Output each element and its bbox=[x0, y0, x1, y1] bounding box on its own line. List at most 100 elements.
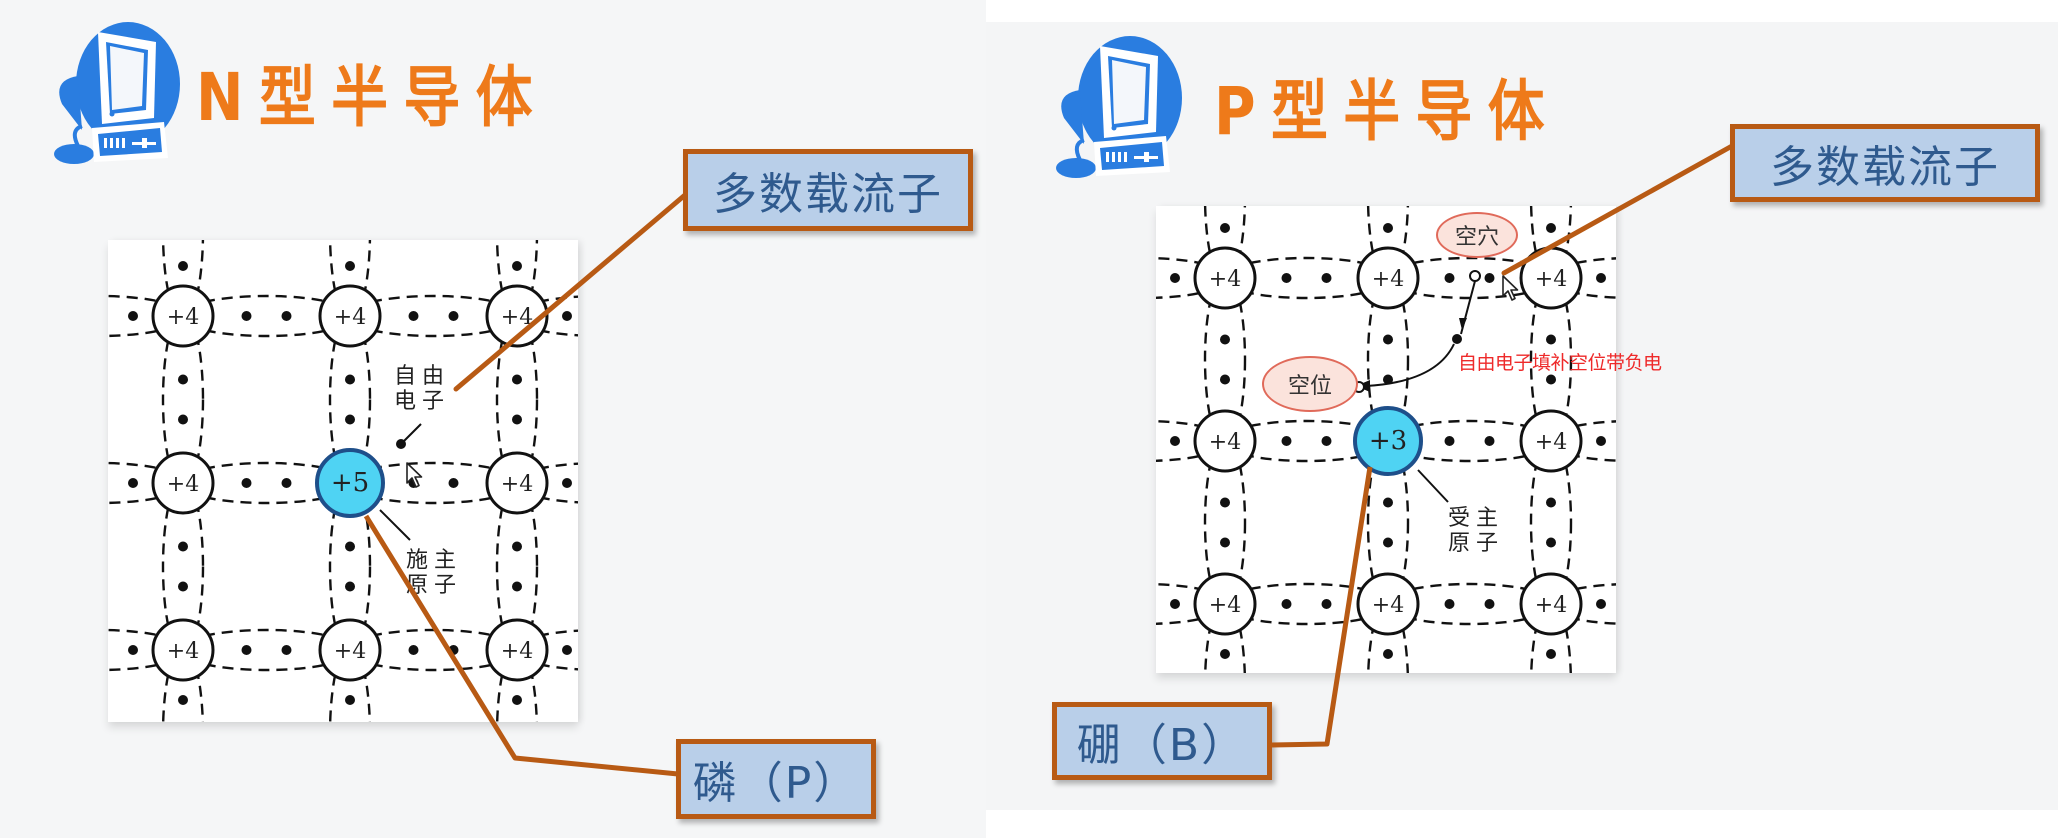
vacancy-fill-path bbox=[1365, 343, 1455, 387]
atom-core bbox=[1193, 409, 1257, 473]
atom-charge-label: +4 bbox=[1209, 267, 1241, 292]
valence-electron bbox=[1484, 436, 1495, 446]
silicon-atom: +4 bbox=[485, 618, 549, 682]
atom-core bbox=[1519, 572, 1583, 636]
valence-electron bbox=[128, 311, 138, 321]
valence-electron bbox=[1281, 599, 1292, 609]
atom-charge-label: +4 bbox=[1372, 267, 1404, 292]
atom-charge-label: +4 bbox=[501, 305, 533, 330]
atom-core bbox=[151, 618, 215, 682]
valence-electron bbox=[1444, 599, 1455, 609]
valence-electron bbox=[512, 261, 522, 271]
valence-electron bbox=[1281, 436, 1292, 446]
atom-charge-label: +4 bbox=[167, 305, 199, 330]
valence-electron bbox=[241, 478, 252, 488]
valence-electron bbox=[178, 541, 188, 552]
moving-electron bbox=[1452, 334, 1462, 344]
atom-charge-label: +4 bbox=[167, 639, 199, 664]
valence-electron bbox=[178, 261, 188, 271]
silicon-atom: +4 bbox=[151, 284, 215, 348]
atom-core bbox=[1193, 246, 1257, 310]
donor-pointer bbox=[379, 509, 411, 541]
arrow-head bbox=[1459, 318, 1467, 330]
valence-electron bbox=[1546, 223, 1556, 233]
computer-icon bbox=[1056, 36, 1182, 178]
valence-electron bbox=[345, 261, 355, 271]
n-type-panel: N型半导体 +4+4+4+4+5+4+4+4+4 自由 电子 施主 原子 多数载… bbox=[0, 0, 986, 838]
silicon-atom: +4 bbox=[151, 451, 215, 515]
atom-core bbox=[1356, 246, 1420, 310]
valence-electron bbox=[408, 478, 419, 488]
atom-charge-label: +4 bbox=[334, 639, 366, 664]
valence-electron bbox=[512, 541, 522, 552]
valence-electron bbox=[345, 414, 355, 425]
valence-electron bbox=[1383, 334, 1393, 345]
valence-electron bbox=[512, 374, 522, 385]
atom-charge-label: +4 bbox=[1209, 593, 1241, 618]
silicon-atom: +4 bbox=[1356, 246, 1420, 310]
silicon-atom: +4 bbox=[318, 618, 382, 682]
acceptor-pointer bbox=[1417, 469, 1449, 503]
valence-electron bbox=[1321, 436, 1332, 446]
n-type-crystal-lattice: +4+4+4+4+5+4+4+4+4 自由 电子 施主 原子 bbox=[108, 240, 578, 722]
atom-core bbox=[1193, 572, 1257, 636]
lattice-drawing: +4+4+4+4+5+4+4+4+4 bbox=[108, 240, 578, 722]
atom-charge-label: +4 bbox=[1535, 267, 1567, 292]
valence-electron bbox=[408, 311, 419, 321]
valence-electron bbox=[345, 695, 355, 705]
silicon-atom: +4 bbox=[151, 618, 215, 682]
valence-electron bbox=[1220, 497, 1230, 508]
valence-electron bbox=[448, 645, 459, 655]
donor-atom-label: 施主 原子 bbox=[406, 548, 463, 598]
valence-electron bbox=[562, 311, 572, 321]
valence-electron bbox=[408, 645, 419, 655]
valence-electron bbox=[1321, 599, 1332, 609]
valence-electron bbox=[448, 478, 459, 488]
atom-core bbox=[315, 448, 385, 518]
valence-electron bbox=[281, 645, 292, 655]
valence-electron bbox=[1220, 223, 1230, 233]
hole-label-bubble: 空穴 bbox=[1436, 212, 1518, 258]
valence-electron bbox=[1383, 649, 1393, 659]
valence-electron bbox=[1220, 334, 1230, 345]
silicon-atom: +4 bbox=[1193, 246, 1257, 310]
valence-electron bbox=[345, 581, 355, 592]
valence-electron bbox=[1170, 599, 1180, 609]
valence-electron bbox=[1596, 599, 1606, 609]
hole-marker bbox=[1469, 270, 1481, 282]
valence-electron bbox=[562, 478, 572, 488]
p-majority-carrier-callout: 多数载流子 bbox=[1730, 124, 2040, 202]
valence-electron bbox=[1220, 374, 1230, 385]
silicon-atom: +4 bbox=[1519, 572, 1583, 636]
valence-electron bbox=[128, 478, 138, 488]
valence-electron bbox=[1383, 374, 1393, 385]
impurity-atom: +5 bbox=[315, 448, 385, 518]
p-type-panel: P型半导体 +4+4+4+4+3+4+4+4+4 空穴 空位 受主 原子 自由电… bbox=[986, 0, 2058, 838]
bottom-band bbox=[986, 810, 2058, 838]
valence-electron bbox=[1383, 537, 1393, 548]
valence-electron bbox=[178, 414, 188, 425]
p-type-title: P型半导体 bbox=[1214, 73, 1561, 150]
atom-charge-label: +3 bbox=[1369, 426, 1407, 456]
vacancy-label-bubble: 空位 bbox=[1262, 356, 1358, 412]
valence-electron bbox=[1484, 273, 1495, 283]
valence-electron bbox=[1546, 649, 1556, 659]
silicon-atom: +4 bbox=[1193, 409, 1257, 473]
lattice-drawing: +4+4+4+4+3+4+4+4+4 bbox=[1156, 206, 1616, 673]
valence-electron bbox=[512, 414, 522, 425]
n-majority-carrier-callout: 多数载流子 bbox=[683, 149, 973, 231]
valence-electron bbox=[178, 374, 188, 385]
valence-electron bbox=[241, 645, 252, 655]
valence-electron bbox=[1546, 537, 1556, 548]
n-dopant-callout: 磷（P） bbox=[676, 739, 876, 819]
valence-electron bbox=[1444, 273, 1455, 283]
p-dopant-callout: 硼（B） bbox=[1052, 702, 1272, 780]
atom-core bbox=[485, 451, 549, 515]
atom-charge-label: +4 bbox=[1209, 430, 1241, 455]
free-electron-label: 自由 电子 bbox=[394, 364, 451, 414]
atom-core bbox=[1353, 406, 1423, 476]
valence-electron bbox=[1596, 436, 1606, 446]
valence-electron bbox=[1596, 273, 1606, 283]
valence-electron bbox=[512, 695, 522, 705]
atom-charge-label: +4 bbox=[1535, 593, 1567, 618]
